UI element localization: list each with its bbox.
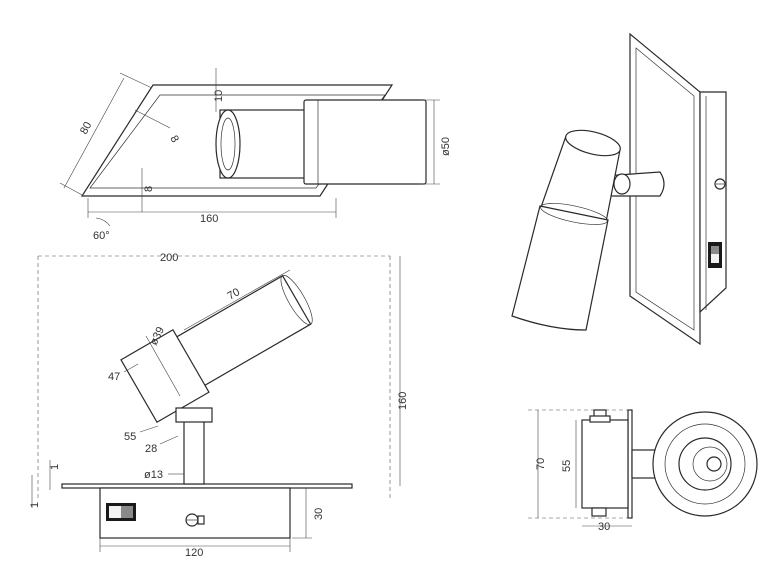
perspective-plate-inner — [635, 47, 695, 331]
dim-label-plate-side: 1 — [29, 502, 41, 508]
perspective-box-side — [699, 91, 727, 314]
ext-line-80b — [59, 182, 85, 197]
dim-label-total-height: 160 — [397, 392, 409, 410]
top-view: 80 10 8 8 160 ø50 60° — [59, 68, 452, 242]
top-view-plate-outer — [80, 84, 394, 197]
dim-line-80 — [63, 77, 125, 189]
dim-label-plate-top: 1 — [49, 464, 61, 470]
dim-label-head-length: 70 — [226, 286, 243, 303]
dim-label-neck: 28 — [145, 443, 157, 455]
dim-line-neck — [159, 435, 179, 445]
dim-line-head-length — [183, 269, 291, 331]
top-view-head-front — [303, 99, 427, 185]
dim-label-inset-bottom: 8 — [143, 186, 155, 192]
dim-label-angle: 60° — [93, 230, 110, 242]
top-view-head-rear-inner — [220, 117, 236, 171]
dim-label-inset: 8 — [167, 134, 180, 145]
dim-label-front-depth: 47 — [108, 371, 120, 383]
screw-icon — [714, 178, 726, 190]
dim-line-front-depth — [123, 363, 139, 373]
side-view-plate — [61, 483, 353, 489]
screw-icon — [589, 409, 611, 423]
side-view-stem — [183, 419, 205, 485]
perspective-head — [511, 129, 621, 331]
top-view-head-rear-cap — [215, 109, 241, 179]
dim-line-front-lower — [139, 425, 159, 433]
front-view-head — [652, 411, 758, 517]
ext-line-80a — [119, 72, 153, 89]
dim-label-base-width: 120 — [185, 547, 203, 559]
front-view-tab — [591, 507, 607, 517]
dim-label-plate-height: 30 — [313, 508, 325, 520]
dim-label-thickness: 10 — [213, 90, 225, 102]
dim-line-head-diameter — [145, 335, 181, 397]
front-view: 70 55 30 — [528, 409, 758, 533]
perspective-plate-outer — [629, 32, 701, 346]
dim-label-width: 80 — [78, 120, 94, 136]
dim-label-stem-diameter: ø13 — [144, 469, 163, 481]
screw-icon — [185, 513, 205, 527]
dim-line-8a — [134, 109, 171, 129]
perspective-joint — [613, 173, 631, 195]
rocker-switch-icon — [708, 242, 722, 268]
dim-label-front-lower: 55 — [124, 431, 136, 443]
top-view-plate-inner — [89, 94, 386, 189]
rocker-switch-icon — [106, 503, 136, 521]
dim-label-front-depth: 30 — [598, 521, 610, 533]
dim-arc-60 — [95, 217, 111, 227]
side-view-joint — [175, 407, 213, 423]
dim-label-total-width: 200 — [160, 252, 178, 264]
side-view: 200 160 70 — [29, 252, 409, 559]
perspective-view — [511, 32, 727, 346]
dim-label-front-height: 70 — [535, 458, 547, 470]
dim-label-diameter: ø50 — [440, 137, 452, 156]
side-view-head — [120, 274, 313, 423]
front-view-box — [581, 419, 629, 509]
dim-label-front-inner: 55 — [561, 460, 573, 472]
dim-label-length: 160 — [200, 213, 218, 225]
